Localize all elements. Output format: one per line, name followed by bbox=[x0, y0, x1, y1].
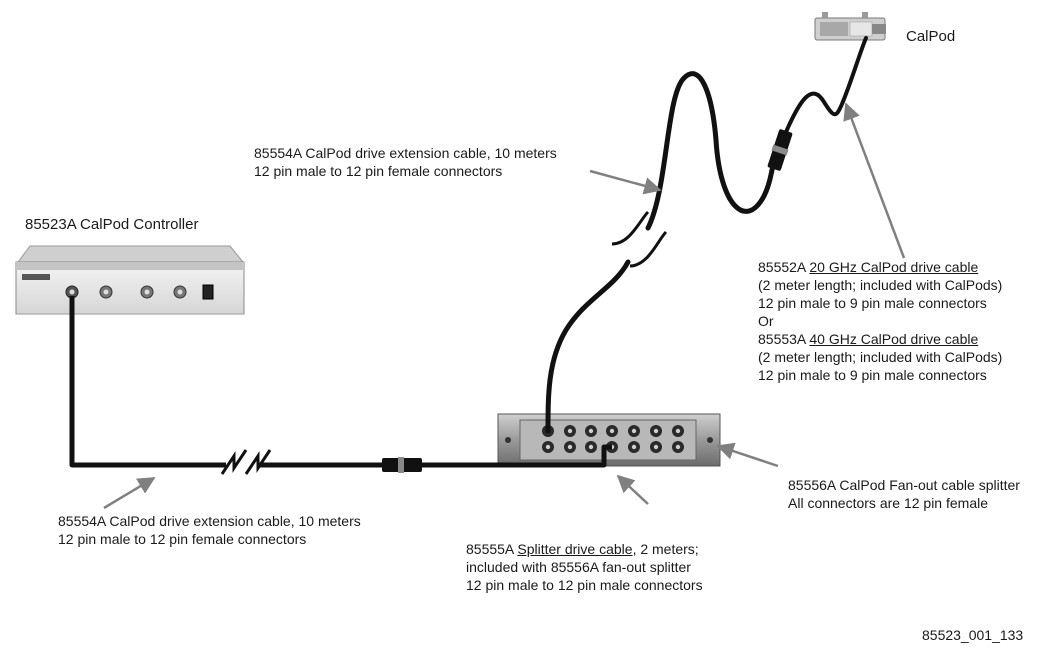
splitter-cable-line1: 85555A Splitter drive cable, 2 meters; bbox=[466, 540, 703, 558]
cable-break-mark-top bbox=[611, 210, 668, 268]
drive-cable-or: Or bbox=[758, 313, 774, 329]
drive-cable-20ghz-connectors: 12 pin male to 9 pin male connectors bbox=[758, 295, 987, 311]
calpod-module bbox=[814, 12, 886, 41]
drive-cable-40ghz-name: 40 GHz CalPod drive cable bbox=[809, 331, 979, 347]
drive-cable-20ghz-length: (2 meter length; included with CalPods) bbox=[758, 277, 1003, 293]
extension-cable-bottom-callout: 85554A CalPod drive extension cable, 10 … bbox=[58, 512, 361, 548]
arrow-drive-cable bbox=[843, 102, 906, 259]
splitter-cable-line2: included with 85556A fan-out splitter bbox=[466, 559, 691, 575]
extension-cable-top-callout: 85554A CalPod drive extension cable, 10 … bbox=[254, 144, 557, 180]
controller-port-3 bbox=[140, 285, 154, 299]
controller-port-2 bbox=[99, 285, 113, 299]
arrow-extension-bottom bbox=[103, 476, 156, 510]
splitter-cable-length: , 2 meters; bbox=[632, 541, 699, 557]
extension-cable-top-line-lower bbox=[545, 259, 631, 434]
drive-cable-20ghz-model: 85552A bbox=[758, 259, 810, 275]
splitter-title: 85556A CalPod Fan-out cable splitter bbox=[788, 477, 1020, 493]
controller-port-4 bbox=[173, 285, 187, 299]
extension-cable-bottom-line1: 85554A CalPod drive extension cable, 10 … bbox=[58, 513, 361, 529]
figure-id: 85523_001_133 bbox=[922, 627, 1024, 643]
calpod-label: CalPod bbox=[906, 28, 956, 45]
drive-cable-20ghz-line: 85552A 20 GHz CalPod drive cable bbox=[758, 258, 1002, 276]
splitter-cable-model: 85555A bbox=[466, 541, 518, 557]
extension-cable-top-line-upper bbox=[645, 71, 781, 231]
drive-cable-callout: 85552A 20 GHz CalPod drive cable (2 mete… bbox=[758, 258, 1002, 384]
splitter-drive-cable-line bbox=[420, 444, 612, 468]
controller-power-switch bbox=[202, 284, 214, 300]
calpod-controller-instrument bbox=[15, 245, 245, 315]
controller-port-1 bbox=[65, 285, 79, 299]
splitter-callout: 85556A CalPod Fan-out cable splitter All… bbox=[788, 476, 1020, 512]
cable-break-mark-bottom bbox=[220, 449, 272, 475]
splitter-description: All connectors are 12 pin female bbox=[788, 495, 988, 511]
drive-cable-40ghz-line: 85553A 40 GHz CalPod drive cable bbox=[758, 330, 1002, 348]
splitter-connector-grid bbox=[542, 425, 684, 453]
extension-cable-bottom-line2: 12 pin male to 12 pin female connectors bbox=[58, 531, 307, 547]
arrow-splitter-cable bbox=[616, 474, 649, 505]
arrow-extension-top bbox=[589, 169, 662, 195]
inline-connector-top bbox=[767, 129, 793, 171]
controller-title: 85523A CalPod Controller bbox=[25, 216, 199, 233]
extension-cable-bottom-line bbox=[69, 296, 226, 468]
drive-cable-40ghz-model: 85553A bbox=[758, 331, 810, 347]
fanout-splitter-panel bbox=[497, 413, 721, 467]
calpod-drive-cable-line bbox=[784, 36, 868, 134]
drive-cable-40ghz-length: (2 meter length; included with CalPods) bbox=[758, 349, 1003, 365]
drive-cable-20ghz-name: 20 GHz CalPod drive cable bbox=[809, 259, 979, 275]
extension-cable-top-line1: 85554A CalPod drive extension cable, 10 … bbox=[254, 145, 557, 161]
splitter-cable-name: Splitter drive cable bbox=[517, 541, 633, 557]
inline-connector-bottom bbox=[382, 457, 422, 473]
extension-cable-top-line2: 12 pin male to 12 pin female connectors bbox=[254, 163, 503, 179]
splitter-cable-line3: 12 pin male to 12 pin male connectors bbox=[466, 577, 703, 593]
splitter-cable-callout: 85555A Splitter drive cable, 2 meters; i… bbox=[466, 540, 703, 594]
drive-cable-40ghz-connectors: 12 pin male to 9 pin male connectors bbox=[758, 367, 987, 383]
arrow-splitter bbox=[716, 442, 779, 468]
